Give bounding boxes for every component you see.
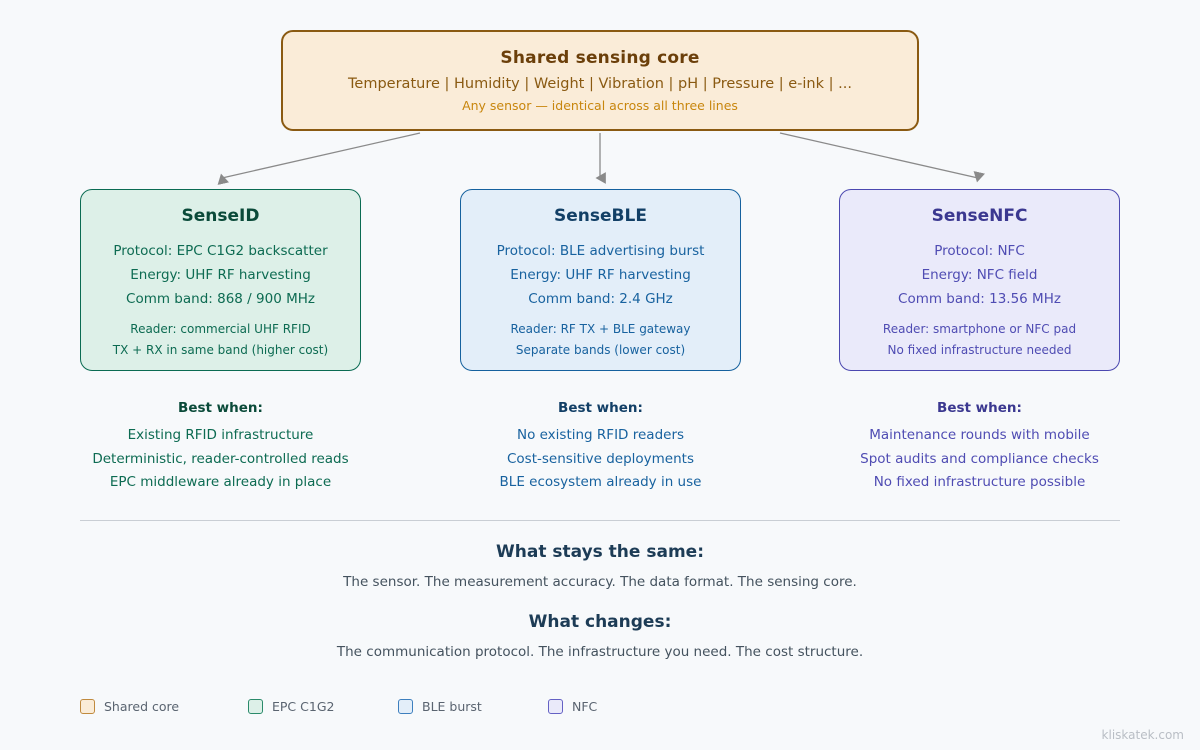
card-sensenfc-energy: Energy: NFC field xyxy=(921,267,1038,283)
legend-item-epc-c1g2: EPC C1G2 xyxy=(248,699,398,714)
card-sensenfc-title: SenseNFC xyxy=(931,206,1028,226)
core-sensor-list: Temperature | Humidity | Weight | Vibrat… xyxy=(348,76,852,92)
legend-label-shared-core: Shared core xyxy=(104,699,180,714)
best-when-sensenfc-item-3: No fixed infrastructure possible xyxy=(873,474,1086,490)
card-senseble-protocol: Protocol: BLE advertising burst xyxy=(496,243,705,259)
core-title: Shared sensing core xyxy=(500,48,700,68)
card-senseid-reader: Reader: commercial UHF RFID xyxy=(130,322,311,336)
card-senseid-energy: Energy: UHF RF harvesting xyxy=(130,267,311,283)
best-when-sensenfc-item-1: Maintenance rounds with mobile xyxy=(869,427,1090,443)
connector-to-sensenfc xyxy=(779,132,986,183)
legend-swatch-nfc-icon xyxy=(548,699,563,714)
best-when-senseble-item-3: BLE ecosystem already in use xyxy=(499,474,702,490)
card-senseble[interactable]: SenseBLE Protocol: BLE advertising burst… xyxy=(460,189,741,371)
card-sensenfc-protocol: Protocol: NFC xyxy=(934,243,1025,259)
connector-to-senseid xyxy=(217,132,421,186)
card-sensenfc-band: Comm band: 13.56 MHz xyxy=(898,291,1061,307)
legend-item-shared-core: Shared core xyxy=(80,699,248,714)
legend-item-ble-burst: BLE burst xyxy=(398,699,548,714)
card-senseble-energy: Energy: UHF RF harvesting xyxy=(510,267,691,283)
summary-changes-body: The communication protocol. The infrastr… xyxy=(336,644,864,660)
best-when-senseid-item-2: Deterministic, reader-controlled reads xyxy=(92,450,349,467)
summary-section: What stays the same: The sensor. The mea… xyxy=(0,542,1200,660)
best-when-sensenfc-heading: Best when: xyxy=(937,400,1022,416)
card-senseid[interactable]: SenseID Protocol: EPC C1G2 backscatter E… xyxy=(80,189,361,371)
summary-same-heading: What stays the same: xyxy=(496,542,704,562)
card-senseble-band: Comm band: 2.4 GHz xyxy=(528,291,673,307)
legend-swatch-shared-core-icon xyxy=(80,699,95,714)
card-sensenfc-reader: Reader: smartphone or NFC pad xyxy=(882,322,1077,336)
best-when-senseble-item-2: Cost-sensitive deployments xyxy=(507,450,694,467)
best-when-senseid: Best when: Existing RFID infrastructure … xyxy=(80,400,361,495)
summary-same-body: The sensor. The measurement accuracy. Th… xyxy=(343,574,857,590)
card-senseid-title: SenseID xyxy=(181,206,260,226)
legend-label-epc-c1g2: EPC C1G2 xyxy=(272,699,335,714)
best-when-senseid-heading: Best when: xyxy=(178,400,263,416)
best-when-senseble-heading: Best when: xyxy=(558,400,643,416)
card-senseble-title: SenseBLE xyxy=(554,206,647,226)
legend-swatch-epc-c1g2-icon xyxy=(248,699,263,714)
card-sensenfc-cost: No fixed infrastructure needed xyxy=(887,343,1072,357)
watermark: kliskatek.com xyxy=(1101,728,1184,742)
summary-changes-heading: What changes: xyxy=(528,612,672,632)
best-when-sensenfc-item-2: Spot audits and compliance checks xyxy=(860,450,1099,467)
card-senseid-band: Comm band: 868 / 900 MHz xyxy=(126,291,315,307)
legend-label-nfc: NFC xyxy=(572,699,598,714)
card-senseid-protocol: Protocol: EPC C1G2 backscatter xyxy=(113,243,328,259)
legend: Shared core EPC C1G2 BLE burst NFC xyxy=(80,699,597,714)
best-when-senseid-item-1: Existing RFID infrastructure xyxy=(127,427,314,443)
shared-sensing-core-box: Shared sensing core Temperature | Humidi… xyxy=(281,30,919,131)
best-when-senseid-item-3: EPC middleware already in place xyxy=(109,474,332,490)
best-when-senseble-item-1: No existing RFID readers xyxy=(516,427,685,443)
legend-item-nfc: NFC xyxy=(548,699,597,714)
summary-spacer xyxy=(0,590,1200,612)
card-sensenfc[interactable]: SenseNFC Protocol: NFC Energy: NFC field… xyxy=(839,189,1120,371)
card-senseid-cost: TX + RX in same band (higher cost) xyxy=(112,343,329,357)
legend-swatch-ble-burst-icon xyxy=(398,699,413,714)
section-divider xyxy=(80,520,1120,521)
best-when-sensenfc: Best when: Maintenance rounds with mobil… xyxy=(839,400,1120,495)
card-senseble-cost: Separate bands (lower cost) xyxy=(515,343,686,357)
legend-label-ble-burst: BLE burst xyxy=(422,699,482,714)
best-when-senseble: Best when: No existing RFID readers Cost… xyxy=(460,400,741,495)
card-senseble-reader: Reader: RF TX + BLE gateway xyxy=(510,322,691,336)
core-note: Any sensor — identical across all three … xyxy=(462,98,738,113)
